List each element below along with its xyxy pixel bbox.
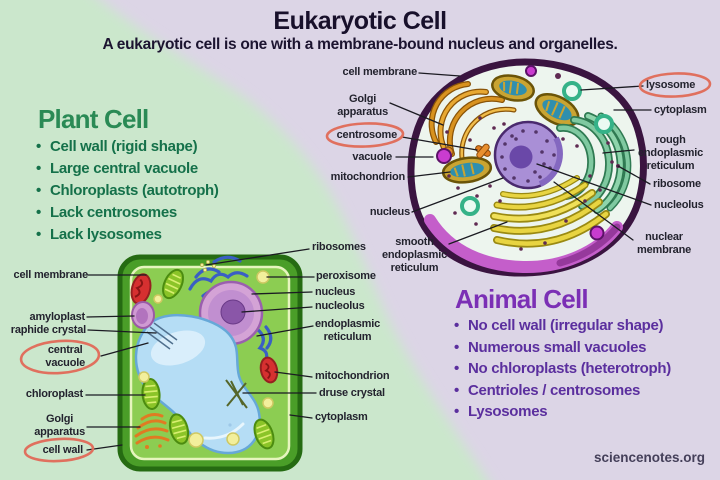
- plant-label-druse-crystal: druse crystal: [319, 387, 385, 399]
- animal-label-cytoplasm: cytoplasm: [654, 104, 707, 116]
- animal-label-rough-er: rough endoplasmic reticulum: [638, 134, 704, 172]
- plant-label-central-vacuole: central vacuole: [45, 344, 85, 369]
- animal-label-nucleus: nucleus: [369, 206, 410, 218]
- plant-label-chloroplast: chloroplast: [25, 388, 83, 400]
- list-item: No chloroplasts (heterotroph): [454, 358, 671, 380]
- animal-vacuoles: [436, 65, 605, 241]
- animal-label-golgi-apparatus: Golgi apparatus: [337, 93, 388, 118]
- plant-cell-heading: Plant Cell: [38, 104, 149, 134]
- animal-label-centrosome: centrosome: [336, 129, 398, 141]
- plant-chloroplasts: [141, 268, 275, 450]
- animal-cell-heading: Animal Cell: [455, 284, 589, 314]
- animal-label-ribosome: ribosome: [653, 178, 701, 190]
- plant-label-cell-membrane: cell membrane: [13, 269, 89, 281]
- pointer-lines: [85, 72, 652, 451]
- plant-label-cytoplasm: cytoplasm: [315, 411, 368, 423]
- animal-nucleus: [493, 120, 563, 190]
- animal-label-smooth-er: smooth endoplasmic reticulum: [381, 236, 447, 274]
- list-item: Chloroplasts (autotroph): [36, 180, 219, 202]
- red-annotation-circles: [19, 72, 712, 463]
- list-item: Large central vacuole: [36, 158, 219, 180]
- list-item: Numerous small vacuoles: [454, 337, 671, 359]
- list-item: Lack lysosomes: [36, 224, 219, 246]
- animal-label-cell-membrane: cell membrane: [342, 66, 418, 78]
- animal-cell-illustration: [407, 58, 647, 277]
- animal-lysosomes: [460, 81, 614, 216]
- raphide-crystal: [146, 322, 178, 350]
- plant-mitochondria: [130, 273, 279, 384]
- plant-label-nucleolus: nucleolus: [315, 300, 365, 312]
- list-item: Lysosomes: [454, 401, 671, 423]
- animal-label-nuclear-membrane: nuclear membrane: [637, 231, 692, 256]
- list-item: No cell wall (irregular shape): [454, 315, 671, 337]
- watermark: sciencenotes.org: [593, 450, 705, 465]
- plant-cell-illustration: [117, 254, 303, 472]
- list-item: Lack centrosomes: [36, 202, 219, 224]
- animal-label-nucleolus: nucleolus: [654, 199, 704, 211]
- animal-mitochondria: [441, 74, 580, 184]
- plant-golgi: [134, 413, 170, 445]
- plant-label-raphide-crystal: raphide crystal: [10, 324, 86, 336]
- list-item: Cell wall (rigid shape): [36, 136, 219, 158]
- plant-label-endoplasmic-reticulum: endoplasmic reticulum: [315, 318, 381, 343]
- animal-label-vacuole: vacuole: [352, 151, 392, 163]
- animal-label-lysosome: lysosome: [646, 79, 696, 91]
- plant-label-mitochondrion: mitochondrion: [315, 370, 390, 382]
- page-subtitle: A eukaryotic cell is one with a membrane…: [102, 36, 618, 53]
- plant-label-ribosomes: ribosomes: [312, 241, 366, 253]
- animal-centrosome: [475, 143, 491, 159]
- animal-cell-feature-list: No cell wall (irregular shape) Numerous …: [454, 315, 671, 423]
- plant-label-golgi-apparatus: Golgi apparatus: [34, 413, 85, 438]
- animal-ribosome-dots: [445, 73, 620, 251]
- plant-label-cell-wall: cell wall: [42, 444, 84, 456]
- plant-peroxisomes: [138, 270, 274, 448]
- animal-smooth-er: [490, 175, 610, 248]
- page-title: Eukaryotic Cell: [273, 7, 447, 35]
- plant-label-nucleus: nucleus: [315, 286, 356, 298]
- animal-golgi: [428, 81, 517, 161]
- druse-crystal: [225, 379, 248, 409]
- plant-cell-feature-list: Cell wall (rigid shape) Large central va…: [36, 136, 219, 246]
- plant-amyloplast: [131, 301, 155, 329]
- plant-label-amyloplast: amyloplast: [29, 311, 86, 323]
- animal-label-mitochondrion: mitochondrion: [330, 171, 406, 183]
- list-item: Centrioles / centrosomes: [454, 380, 671, 402]
- plant-label-peroxisome: peroxisome: [316, 270, 376, 282]
